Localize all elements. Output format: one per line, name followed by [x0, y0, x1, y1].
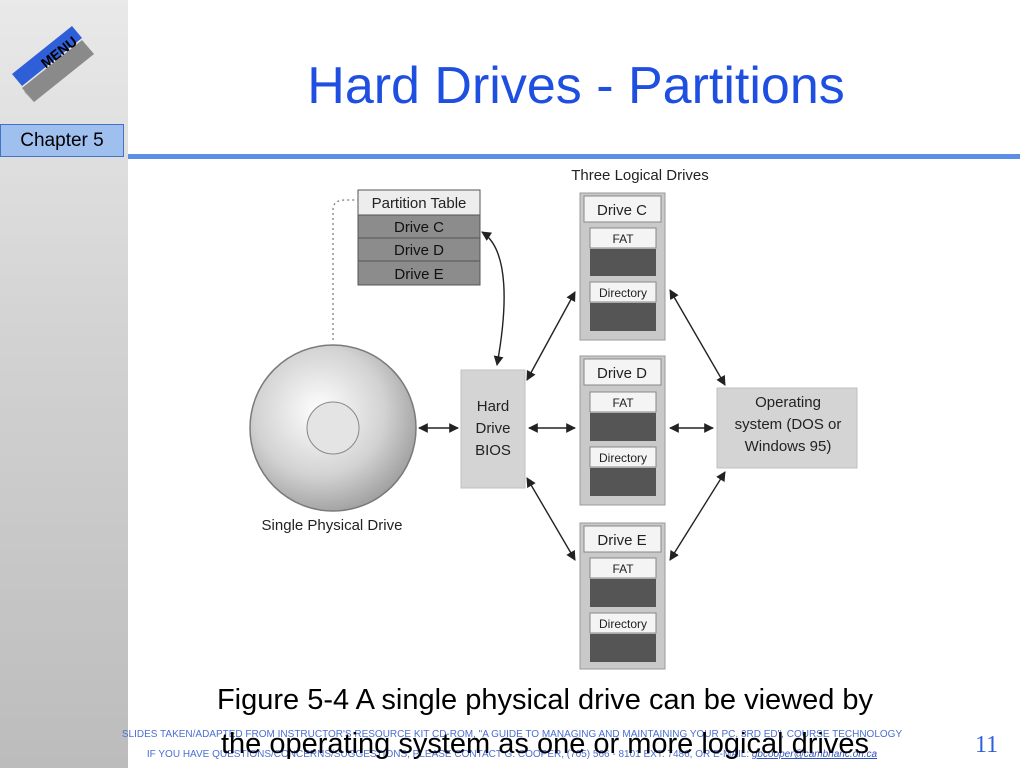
partition-row: Drive D: [394, 242, 444, 259]
partition-table: Partition Table Drive C Drive D Drive E: [357, 189, 481, 286]
footer-contact-text: IF YOU HAVE QUESTIONS/CONCERNS/SUGGESTIO…: [146, 749, 752, 760]
logical-drive-c: Drive C FAT Directory: [579, 192, 666, 341]
bios-label: Hard: [477, 398, 510, 415]
figure-heading: Three Logical Drives: [571, 167, 709, 184]
footer-email-link[interactable]: gbcooper@cambrianc.on.ca: [751, 749, 878, 760]
os-box: [716, 387, 858, 469]
menu-icon[interactable]: MENU: [0, 0, 128, 125]
chapter-tab[interactable]: Chapter 5: [0, 124, 124, 157]
os-label: system (DOS or: [735, 416, 842, 433]
directory-label: Directory: [599, 617, 647, 631]
slide-title: Hard Drives - Partitions: [307, 57, 845, 115]
partition-row: Drive C: [394, 219, 444, 236]
sidebar: MENU Chapter 5: [0, 0, 128, 768]
figure-caption-line: the operating system as one or more logi…: [221, 728, 869, 760]
arrow-table-bios: [481, 231, 505, 366]
drive-label: Drive D: [597, 365, 647, 382]
arrow-drive-e-os: [669, 471, 726, 561]
figure-caption-line: Figure 5-4 A single physical drive can b…: [216, 684, 874, 716]
physical-disk: [249, 344, 417, 512]
logical-drive-d: Drive D FAT Directory: [579, 355, 666, 506]
logical-drive-e: Drive E FAT Directory: [579, 522, 666, 670]
fat-label: FAT: [612, 562, 634, 576]
fat-label: FAT: [612, 396, 634, 410]
os-label: Windows 95): [745, 438, 832, 455]
drive-label: Drive E: [597, 532, 646, 549]
footer-contact: IF YOU HAVE QUESTIONS/CONCERNS/SUGGESTIO…: [0, 750, 1024, 760]
bios-label: Drive: [475, 420, 510, 437]
bios-label: BIOS: [475, 442, 511, 459]
fat-label: FAT: [612, 232, 634, 246]
dotted-connector: [332, 199, 358, 340]
bios-box: [460, 369, 526, 489]
footer-credit: SLIDES TAKEN/ADAPTED FROM INSTRUCTOR'S R…: [121, 729, 903, 740]
arrow-drive-c-os: [669, 289, 726, 386]
directory-label: Directory: [599, 286, 647, 300]
slide-number: 11: [975, 732, 999, 758]
title-divider: [128, 154, 1020, 159]
partition-row: Drive E: [394, 266, 443, 283]
partition-table-header: Partition Table: [372, 195, 467, 212]
physical-drive-label: Single Physical Drive: [262, 517, 403, 534]
menu-button[interactable]: MENU: [0, 0, 128, 125]
arrow-bios-drive-e: [526, 477, 576, 561]
partition-diagram: Three Logical Drives Partition Table Dri…: [249, 167, 858, 670]
drive-label: Drive C: [597, 202, 647, 219]
arrow-bios-drive-c: [526, 291, 576, 381]
directory-label: Directory: [599, 451, 647, 465]
os-label: Operating: [755, 394, 821, 411]
